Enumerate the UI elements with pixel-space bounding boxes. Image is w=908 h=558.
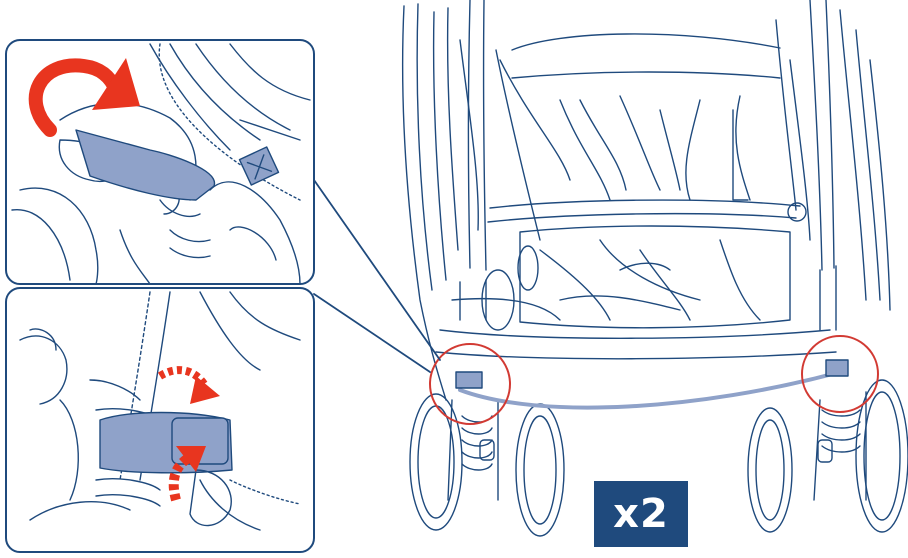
rotate-arrow-icon xyxy=(28,58,140,137)
left-wheel-highlight-circle xyxy=(429,343,511,425)
detail-panel-bottom xyxy=(5,287,315,553)
press-arrow-icon xyxy=(168,446,206,502)
right-wheel-highlight-circle xyxy=(801,335,879,413)
quantity-label: x2 xyxy=(613,491,669,537)
detail-panel-top xyxy=(5,39,315,285)
press-arrow-icon xyxy=(157,366,220,404)
stroller-drawing xyxy=(313,0,908,537)
quantity-badge: x2 xyxy=(594,481,688,547)
